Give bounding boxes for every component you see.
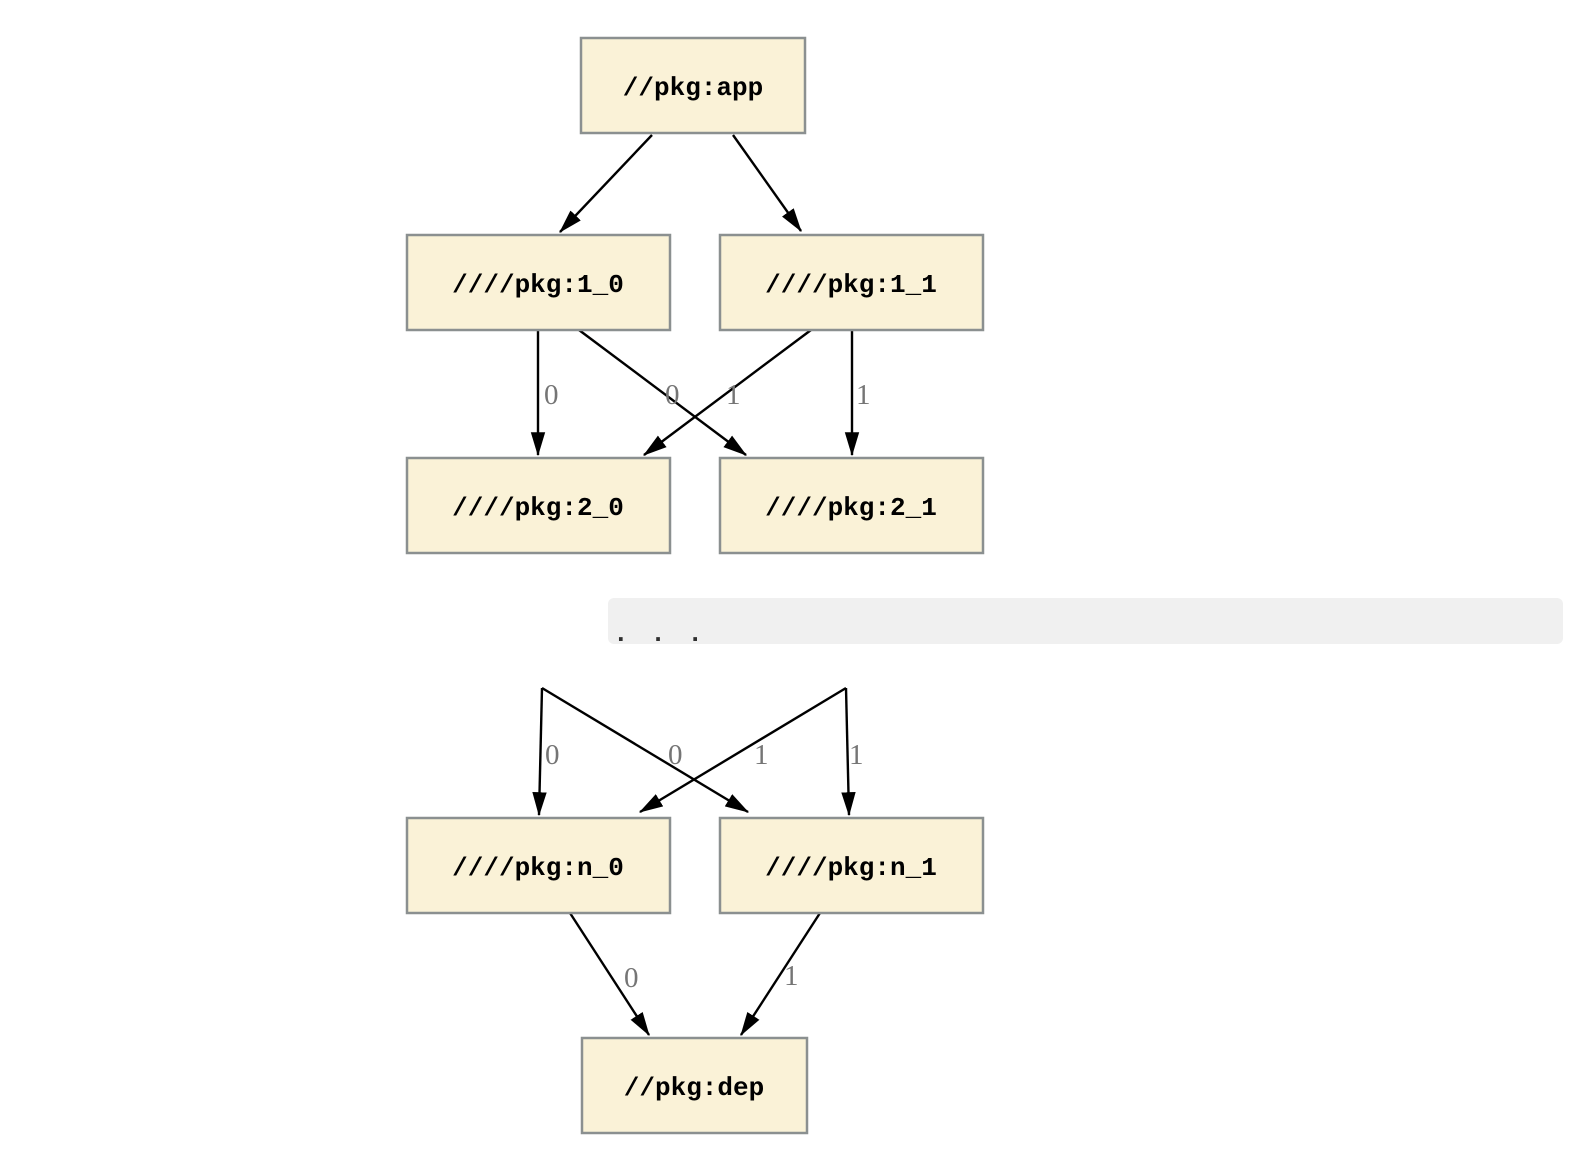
ellipsis-band-rect (608, 598, 1563, 644)
node-pkg-2_1-box (718, 456, 985, 555)
edge-n_0-to-dep (568, 912, 651, 1037)
node-app-box (579, 36, 807, 135)
edge-n_1-to-dep (739, 912, 822, 1037)
edge-label: 0 (624, 962, 639, 994)
edge-ellipsis-to-n_0-a (532, 687, 547, 817)
edge-ellipsis-to-n_1-b (841, 687, 856, 817)
edge-1_0-to-2_1 (578, 329, 747, 456)
node-pkg-2_1: ////pkg:2_1 (718, 456, 985, 555)
node-pkg-n_1: ////pkg:n_1 (718, 816, 985, 915)
edge-label: 0 (665, 379, 680, 411)
node-dep-label: //pkg:dep (624, 1073, 764, 1103)
node-pkg-1_0-label: ////pkg:1_0 (452, 270, 624, 300)
node-pkg-1_0-box (405, 233, 672, 332)
node-pkg-1_1-label: ////pkg:1_1 (765, 270, 937, 300)
node-pkg-2_0-box (405, 456, 672, 555)
edge-ellipsis-to-n_1-a (541, 686, 750, 814)
ellipsis-band: . . . (608, 598, 1563, 649)
node-pkg-1_1-box (718, 233, 985, 332)
node-pkg-n_0-box (405, 816, 672, 915)
edge-label: 1 (726, 379, 741, 411)
node-pkg-n_0: ////pkg:n_0 (405, 816, 672, 915)
node-pkg-1_1: ////pkg:1_1 (718, 233, 985, 332)
node-pkg-n_0-label: ////pkg:n_0 (452, 853, 624, 883)
node-app-label: //pkg:app (623, 73, 763, 103)
node-pkg-2_0: ////pkg:2_0 (405, 456, 672, 555)
node-pkg-1_0: ////pkg:1_0 (405, 233, 672, 332)
edge-app-to-1_0 (559, 134, 653, 233)
edge-1_1-to-2_0 (643, 329, 812, 456)
node-pkg-2_1-label: ////pkg:2_1 (765, 493, 937, 523)
node-app: //pkg:app (579, 36, 807, 135)
node-pkg-n_1-box (718, 816, 985, 915)
edge-label: 0 (545, 739, 560, 771)
ellipsis-dots: . . . (613, 619, 706, 649)
edge-label: 1 (754, 739, 769, 771)
node-pkg-n_1-label: ////pkg:n_1 (765, 853, 937, 883)
node-pkg-2_0-label: ////pkg:2_0 (452, 493, 624, 523)
edge-app-to-1_1 (732, 134, 802, 232)
edge-label-group: 0 0 1 1 0 0 1 1 0 1 (544, 379, 871, 994)
node-dep-box (580, 1036, 809, 1135)
node-dep: //pkg:dep (580, 1036, 809, 1135)
edge-label: 1 (784, 960, 799, 992)
edge-ellipsis-to-n_0-b (638, 686, 847, 814)
edge-label: 0 (668, 739, 683, 771)
edge-group (530, 134, 860, 1037)
edge-label: 0 (544, 379, 559, 411)
edge-label: 1 (856, 379, 871, 411)
edge-label: 1 (849, 739, 864, 771)
